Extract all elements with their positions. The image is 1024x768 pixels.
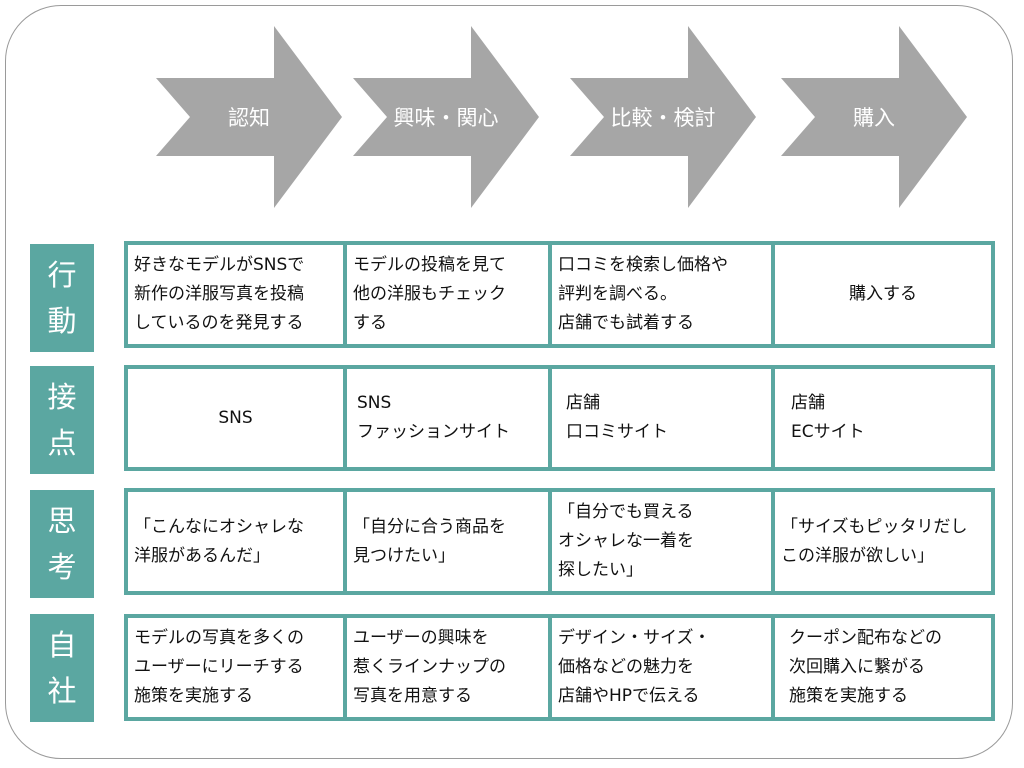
cell-action-interest: モデルの投稿を見て 他の洋服もチェック する <box>343 241 552 348</box>
cell-action-purchase: 購入する <box>771 241 995 348</box>
stage-arrow-interest <box>353 26 539 208</box>
stage-arrow-awareness <box>156 26 342 208</box>
row-label-char: 社 <box>47 674 77 708</box>
row-label-action: 行 動 <box>30 244 94 352</box>
row-label-char: 自 <box>47 628 77 662</box>
cell-thought-interest: 「自分に合う商品を 見つけたい」 <box>343 488 552 595</box>
cell-touchpoint-comparison: 店舗 口コミサイト <box>548 365 775 471</box>
row-label-char: 思 <box>47 504 77 538</box>
row-label-char: 考 <box>47 550 77 584</box>
row-label-char: 動 <box>47 304 77 338</box>
stage-label-comparison: 比較・検討 <box>610 106 716 130</box>
cell-action-awareness: 好きなモデルがSNSで 新作の洋服写真を投稿 しているのを発見する <box>124 241 347 348</box>
cell-touchpoint-interest: SNS ファッションサイト <box>343 365 552 471</box>
row-label-char: 行 <box>47 258 77 292</box>
cell-company-interest: ユーザーの興味を 惹くラインナップの 写真を用意する <box>343 614 552 721</box>
row-label-char: 接 <box>47 380 77 414</box>
cell-thought-comparison: 「自分でも買える オシャレな一着を 探したい」 <box>548 488 775 595</box>
stage-label-purchase: 購入 <box>853 106 895 130</box>
row-label-thought: 思 考 <box>30 490 94 598</box>
cell-company-awareness: モデルの写真を多くの ユーザーにリーチする 施策を実施する <box>124 614 347 721</box>
row-label-char: 点 <box>47 426 77 460</box>
cell-action-comparison: 口コミを検索し価格や 評判を調べる。 店舗でも試着する <box>548 241 775 348</box>
stage-label-awareness: 認知 <box>228 106 270 130</box>
row-label-touchpoint: 接 点 <box>30 366 94 474</box>
stage-arrow-purchase <box>781 26 967 208</box>
stage-label-interest: 興味・関心 <box>393 106 499 130</box>
row-label-company: 自 社 <box>30 614 94 722</box>
cell-thought-awareness: 「こんなにオシャレな 洋服があるんだ」 <box>124 488 347 595</box>
cell-thought-purchase: 「サイズもピッタリだし この洋服が欲しい」 <box>771 488 995 595</box>
cell-touchpoint-purchase: 店舗 ECサイト <box>771 365 995 471</box>
cell-touchpoint-awareness: SNS <box>124 365 347 471</box>
cell-company-comparison: デザイン・サイズ・ 価格などの魅力を 店舗やHPで伝える <box>548 614 775 721</box>
cell-company-purchase: クーポン配布などの 次回購入に繋がる 施策を実施する <box>771 614 995 721</box>
stage-arrow-comparison <box>570 26 756 208</box>
